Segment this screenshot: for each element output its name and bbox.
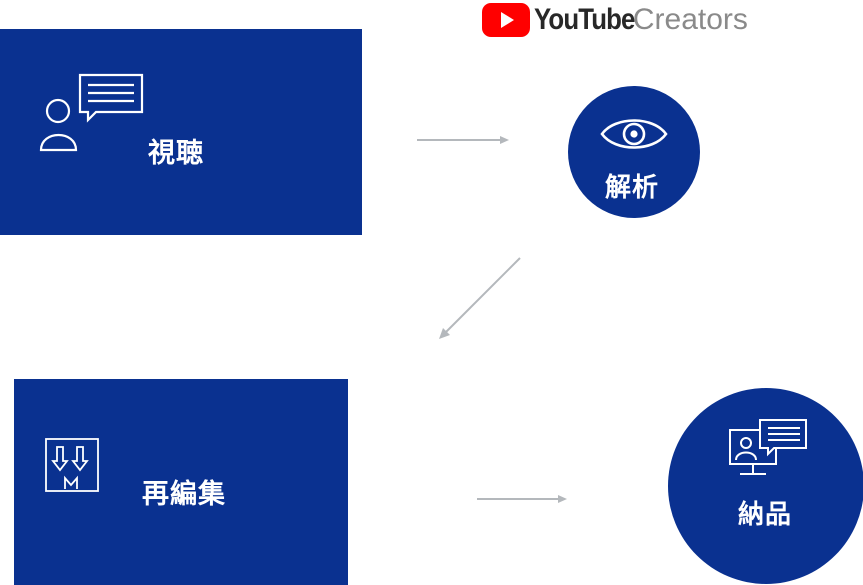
step-watch-label: 視聴 — [148, 138, 204, 169]
arrow-edit-to-deliver-head — [558, 495, 567, 503]
step-edit-label: 再編集 — [142, 479, 226, 510]
step-watch-box — [0, 29, 362, 235]
monitor-chat-icon — [729, 419, 807, 475]
logo-suffix: Creators — [632, 3, 748, 36]
arrow-analyze-to-edit — [444, 257, 521, 334]
logo-brand: YouTube — [534, 3, 635, 36]
download-edit-icon — [45, 438, 99, 492]
step-analyze-label: 解析 — [605, 173, 660, 203]
viewer-chat-icon — [39, 73, 144, 152]
youtube-creators-logo: YouTube Creators — [482, 0, 792, 40]
step-deliver-label: 納品 — [738, 500, 793, 530]
step-edit-box — [14, 379, 348, 585]
step-analyze-circle — [568, 86, 700, 218]
eye-icon — [600, 119, 668, 149]
arrow-watch-to-analyze-head — [500, 136, 509, 144]
arrow-analyze-to-edit-head — [439, 328, 450, 339]
youtube-play-icon — [482, 3, 530, 37]
